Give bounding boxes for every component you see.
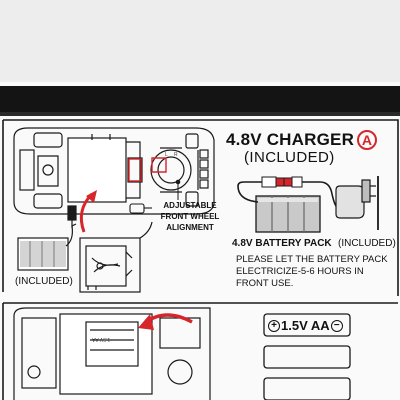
car-chassis-lower [13,307,211,400]
minus-sign: − [330,319,343,332]
r-mark: R [174,152,178,158]
charger-badge: A [357,130,378,150]
plus-sign: + [268,319,280,332]
charger-subtitle: (INCLUDED) [244,149,335,166]
alignment-pointer [175,179,181,200]
battery-pack-label: 4.8V BATTERY PACK [232,238,332,249]
left-battery-pack [17,205,77,271]
battery-pack-included: (INCLUDED) [338,238,396,249]
left-battery-included: (INCLUDED) [15,276,73,287]
charger-battery-pack [255,195,321,233]
alignment-knob [129,203,152,214]
charger-title: 4.8V CHARGER A [226,130,378,150]
aa-battery-text: 1.5V AA [281,318,330,333]
aa-battery-label: + 1.5V AA − [268,318,343,333]
battery-compartment-drawing [79,221,153,293]
section-box-upper [2,119,399,400]
frame-shadow [0,112,400,116]
sheet-frame-top [0,86,400,114]
insert-arrow-lower [138,313,193,330]
insert-arrow-upper [79,190,97,233]
l-mark: L [165,152,168,158]
charger-connector [261,176,303,188]
car-chassis-drawing [13,127,215,215]
charging-instructions: PLEASE LET THE BATTERY PACK ELECTRICIZE-… [236,254,388,289]
aa-label-box [263,313,351,400]
wall-adapter [335,176,379,230]
adjustable-alignment-label: ADJUSTABLE FRONT WHEEL ALIGNMENT [160,201,220,232]
charger-title-text: 4.8V CHARGER [226,130,355,149]
alignment-highlight [128,157,167,182]
top-background [0,0,400,82]
aa-upside-marking: 1.5V AA [92,336,111,342]
